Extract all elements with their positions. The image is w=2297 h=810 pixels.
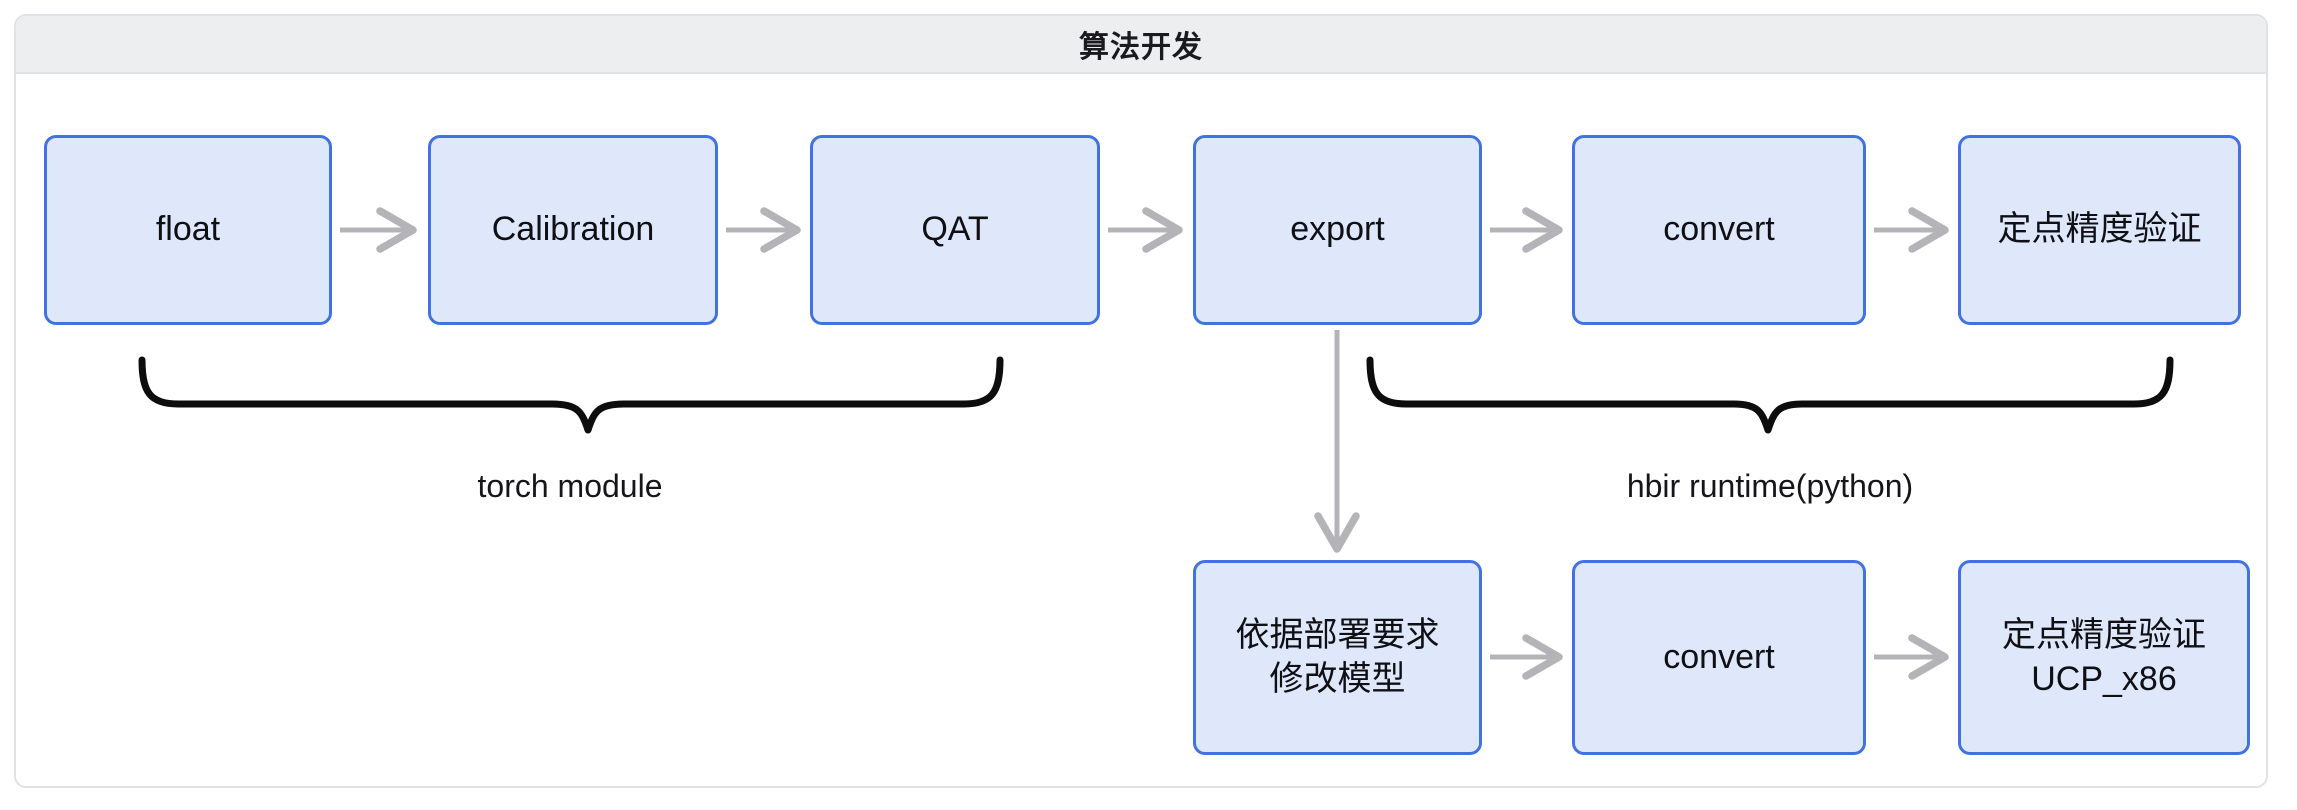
group-label-hbir-runtime-text: hbir runtime(python) [1626, 468, 1914, 504]
group-label-torch-module-text: torch module [477, 468, 663, 504]
page-title: 算法开发 [1079, 31, 1203, 64]
node-fixed-point-accuracy-ucp-label: 定点精度验证 UCP_x86 [2002, 615, 2206, 698]
node-float[interactable]: float [44, 135, 332, 325]
algorithm-development-frame: 算法开发 [14, 14, 2268, 788]
group-label-hbir-runtime: hbir runtime(python) [1540, 468, 2000, 505]
node-convert-1-label: convert [1663, 210, 1775, 249]
node-calibration[interactable]: Calibration [428, 135, 718, 325]
node-qat-label: QAT [921, 210, 989, 249]
node-qat[interactable]: QAT [810, 135, 1100, 325]
node-calibration-label: Calibration [491, 210, 655, 249]
node-export[interactable]: export [1193, 135, 1482, 325]
node-fixed-point-accuracy-1[interactable]: 定点精度验证 [1958, 135, 2241, 325]
node-fixed-point-accuracy-ucp[interactable]: 定点精度验证 UCP_x86 [1958, 560, 2250, 755]
node-export-label: export [1290, 210, 1385, 249]
node-modify-model[interactable]: 依据部署要求 修改模型 [1193, 560, 1482, 755]
node-modify-model-label: 依据部署要求 修改模型 [1235, 615, 1440, 698]
node-convert-2-label: convert [1663, 637, 1775, 676]
node-convert-2[interactable]: convert [1572, 560, 1866, 755]
node-convert-1[interactable]: convert [1572, 135, 1866, 325]
frame-header: 算法开发 [16, 16, 2266, 74]
node-float-label: float [155, 210, 221, 249]
node-fixed-point-accuracy-1-label: 定点精度验证 [1997, 210, 2202, 249]
group-label-torch-module: torch module [340, 468, 800, 505]
